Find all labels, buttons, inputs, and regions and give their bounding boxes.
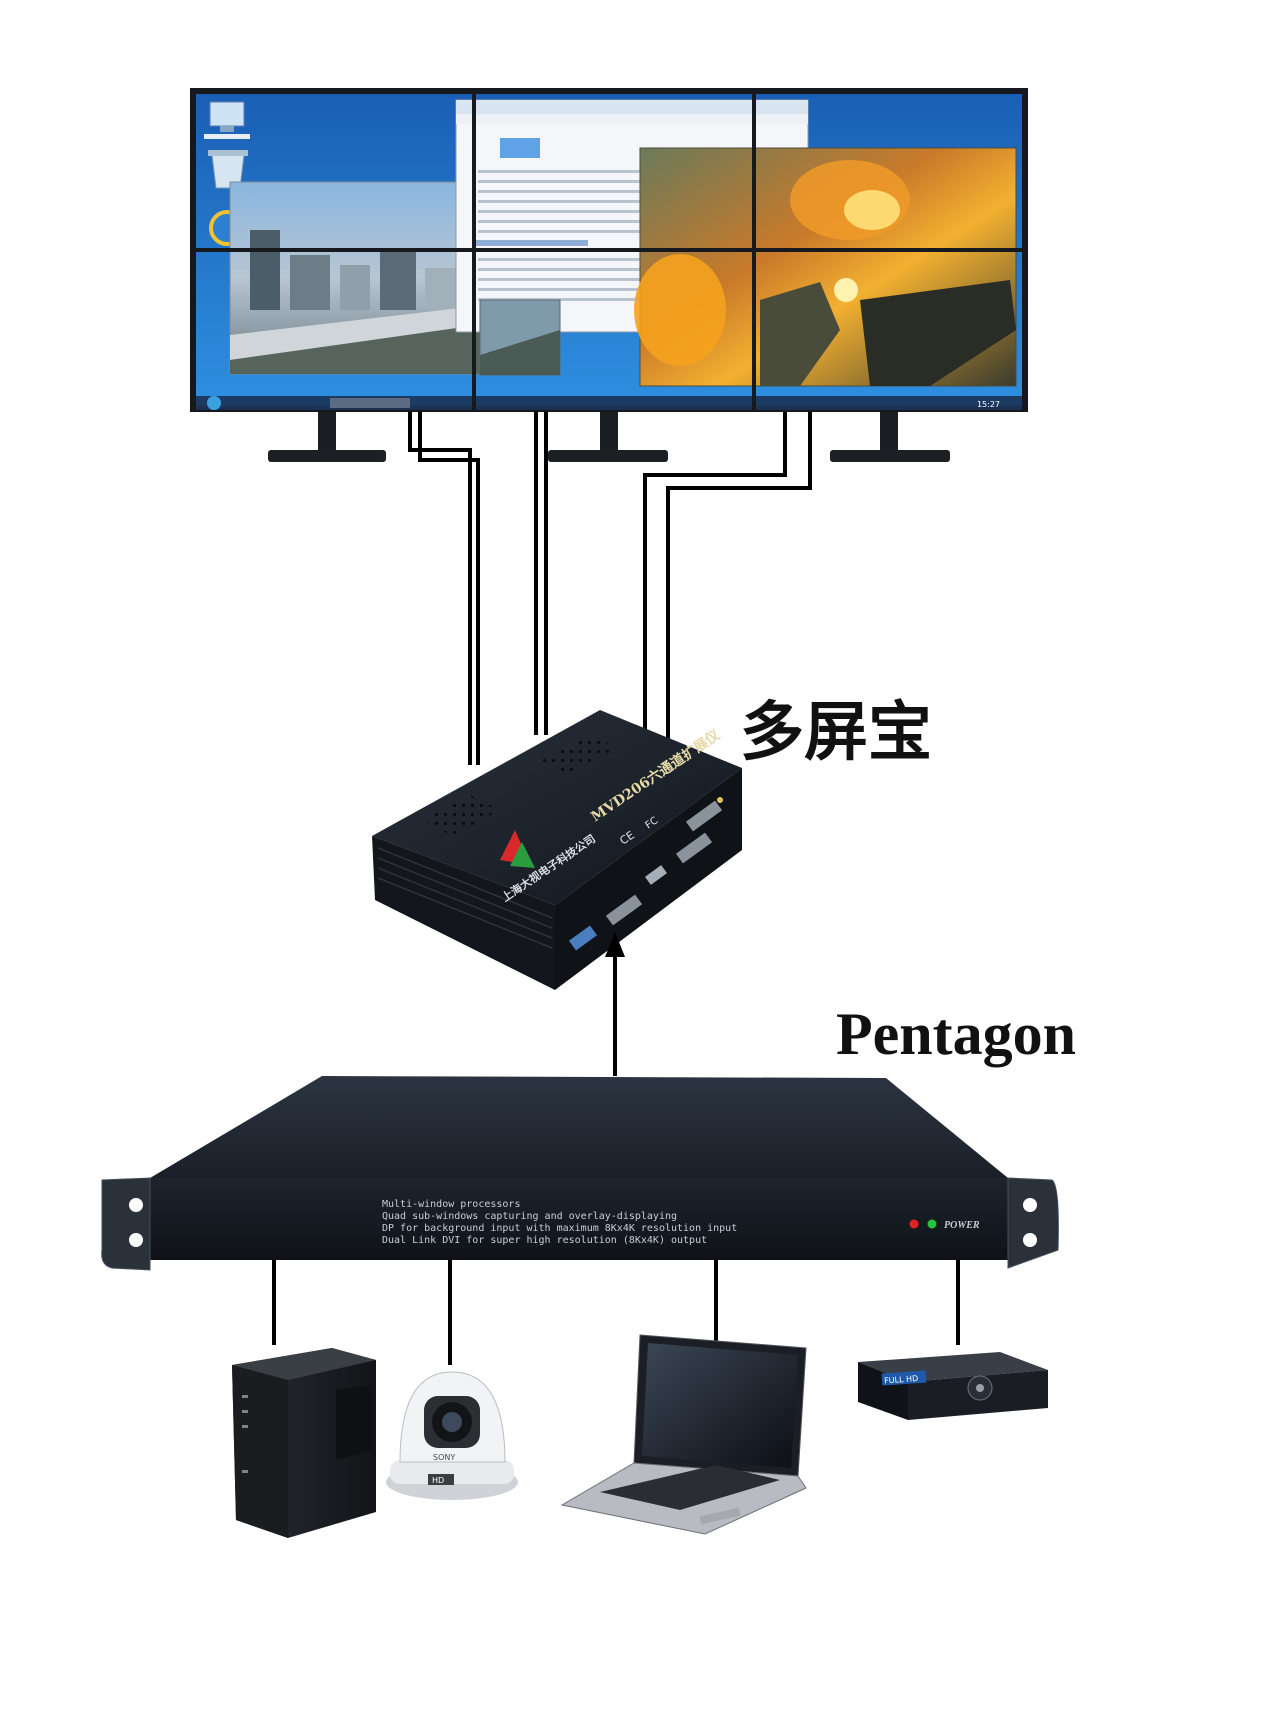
taskbar-clock: 15:27 — [977, 400, 1000, 409]
splitter-logo-icon — [500, 830, 535, 868]
desktop-icon-computer — [204, 101, 250, 139]
processor-device: Multi-window processors Quad sub-windows… — [101, 1076, 1059, 1271]
hdmi-port — [644, 865, 668, 885]
rack-ear-left — [101, 1177, 151, 1271]
front-panel-line: Quad sub-windows capturing and overlay-d… — [382, 1211, 677, 1222]
splitter-vent-right — [540, 735, 618, 774]
splitter-vent-left — [422, 795, 500, 836]
monitor-stand-right — [830, 408, 950, 462]
splitter-name-label: 多屏宝 — [740, 695, 932, 770]
laptop-icon — [560, 1334, 807, 1535]
media-player-icon: FULL HD — [858, 1352, 1048, 1420]
dvi-port — [685, 800, 723, 832]
vga-port — [568, 925, 598, 951]
front-panel-line: Multi-window processors — [382, 1199, 520, 1210]
led-green — [927, 1219, 937, 1229]
cable-left-outer — [408, 412, 472, 765]
splitter-top — [372, 710, 742, 905]
led-red — [909, 1219, 919, 1229]
front-panel-line: DP for background input with maximum 8Kx… — [382, 1223, 737, 1234]
arrow-processor-to-splitter — [605, 932, 625, 1076]
processor-front-panel — [150, 1178, 1008, 1260]
processor-top — [150, 1076, 1008, 1178]
pc-tower-icon — [232, 1348, 376, 1538]
splitter-side-slats — [377, 847, 553, 949]
cables-sources-to-processor — [272, 1260, 960, 1365]
panel-seams — [190, 88, 1028, 412]
camera-brand-text: SONY — [433, 1453, 455, 1462]
cable-right-outer — [666, 412, 812, 748]
cable-right-inner — [643, 412, 787, 740]
power-label: POWER — [944, 1220, 980, 1231]
cable-left-inner — [418, 412, 480, 765]
taskbar: 15:27 — [196, 396, 1022, 410]
camera-hd-badge: HD — [432, 1476, 444, 1485]
dvi-input-port — [605, 894, 643, 926]
media-player-badge: FULL HD — [884, 1374, 919, 1385]
window-city-small — [479, 299, 561, 376]
ptz-camera-icon: SONY HD — [386, 1371, 518, 1500]
front-panel-text: Multi-window processors Quad sub-windows… — [382, 1199, 737, 1246]
monitor-stand-left — [268, 408, 386, 462]
cables-wall-to-splitter — [408, 412, 812, 765]
monitor-stand-middle — [548, 408, 668, 462]
splitter-ports — [568, 797, 723, 951]
window-game — [634, 147, 1017, 387]
video-wall: 15:27 — [190, 88, 1028, 462]
dvi-port — [675, 832, 713, 864]
processor-name-label: Pentagon — [836, 1001, 1076, 1067]
front-panel-line: Dual Link DVI for super high resolution … — [382, 1235, 707, 1246]
rack-ear-right — [1007, 1177, 1059, 1269]
splitter-device: 上海大视电子科技公司 MVD206六通道扩展仪 CE FC — [372, 710, 742, 990]
